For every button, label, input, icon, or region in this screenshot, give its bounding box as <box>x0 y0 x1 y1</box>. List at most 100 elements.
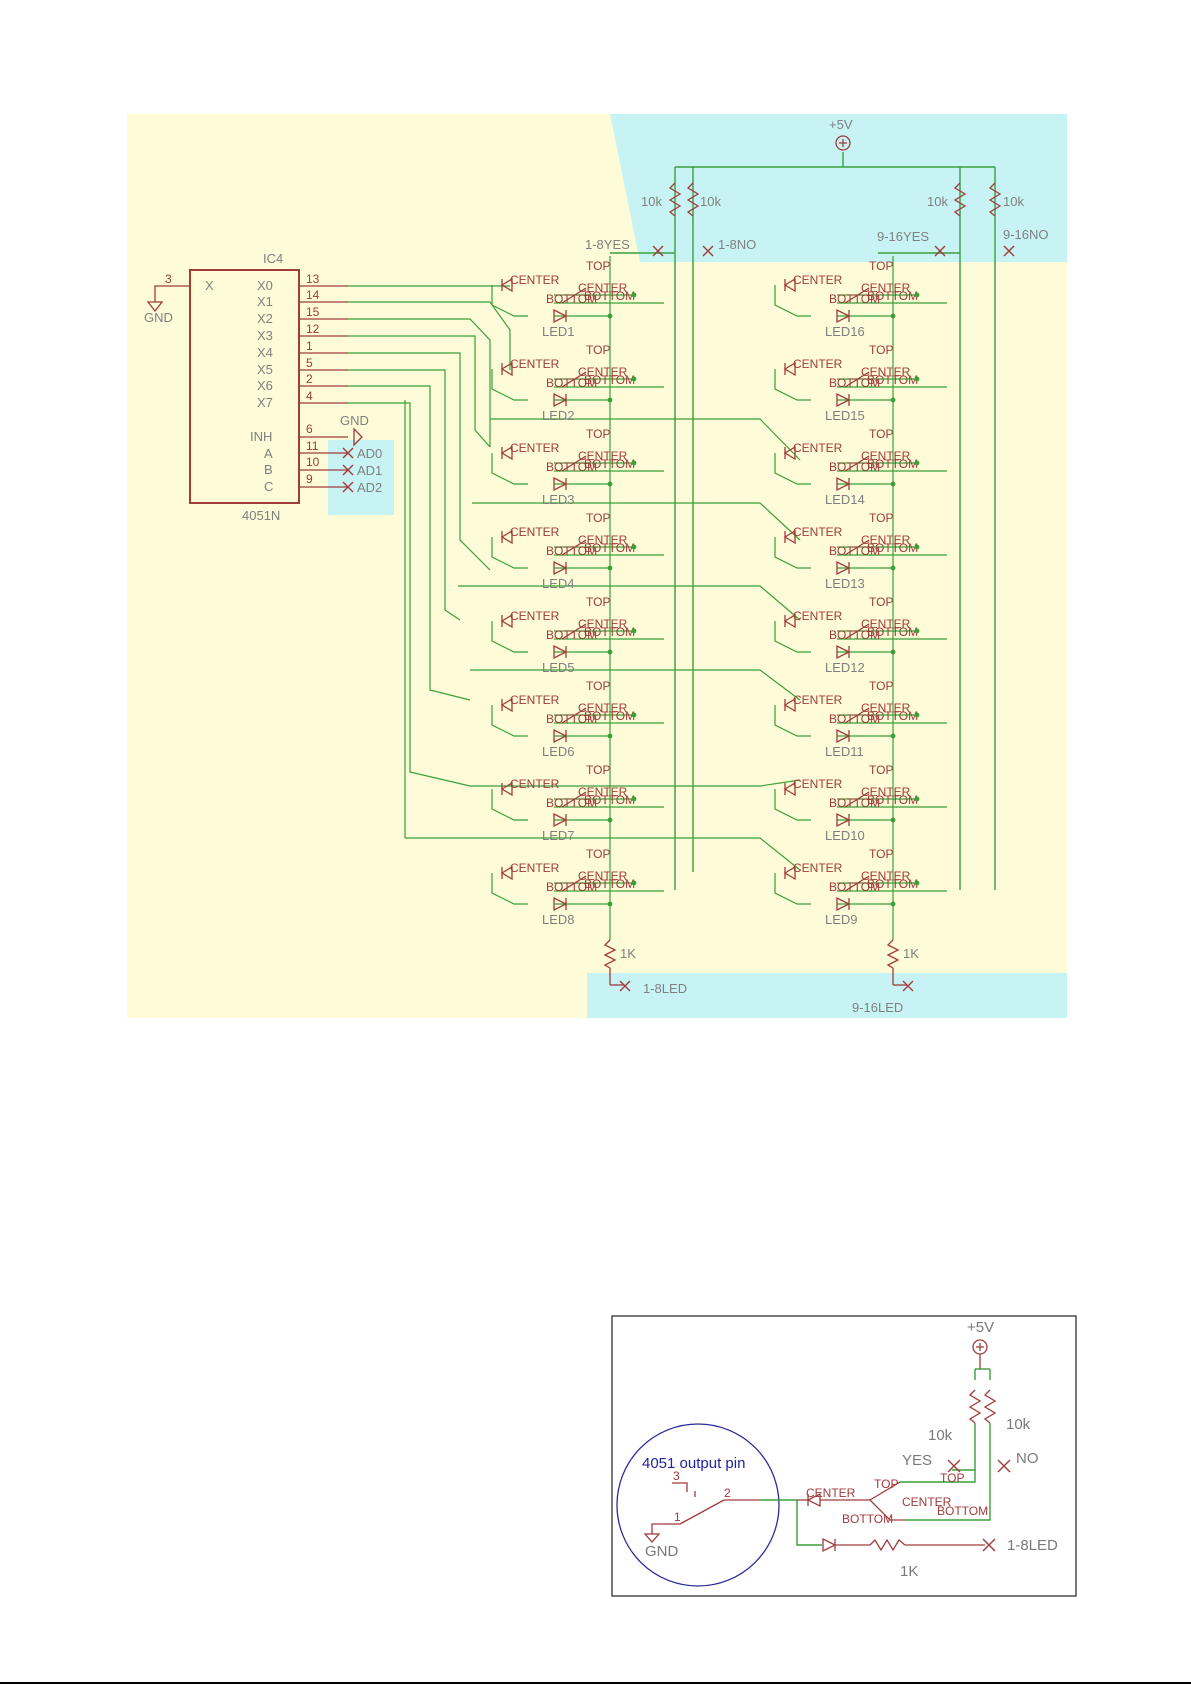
mux-pin-2: 2 <box>724 1486 731 1500</box>
ic-pin-name: X7 <box>257 395 273 410</box>
pullup-resistor-label: 10k <box>1003 194 1024 209</box>
ic-ctrl-label: C <box>264 479 273 494</box>
switch-bottom-label: BOTTOM <box>546 376 597 390</box>
switch-center-label: CENTER <box>793 273 843 287</box>
ic-pin-number: 5 <box>306 356 313 370</box>
led-label: LED3 <box>542 492 575 507</box>
switch-arm <box>561 539 587 556</box>
switch-center-label: CENTER <box>793 777 843 791</box>
led-stage-right: CENTERTOPBOTTOMCENTERBOTTOMLED15 <box>774 343 947 423</box>
switch-top-label: TOP <box>869 343 893 357</box>
ic-x-pin-number: 3 <box>165 272 172 286</box>
cross-bus-wires <box>404 400 801 871</box>
detail-power-label: +5V <box>967 1319 994 1336</box>
diode-icon <box>500 361 513 377</box>
page-bottom-rule <box>0 1682 1191 1684</box>
detail-series-res-label: 1K <box>900 1563 918 1580</box>
ic-ctrl-number: 11 <box>306 439 319 453</box>
switch-center-label: CENTER <box>861 701 911 715</box>
switch-no-9-16-label: 9-16NO <box>1003 227 1049 242</box>
junction-dot <box>914 712 920 718</box>
address-no-connect-marks <box>342 447 354 493</box>
switch-arm <box>561 371 587 388</box>
junction-dot <box>631 544 637 550</box>
diode-icon <box>783 445 796 461</box>
switch-top-label: TOP <box>586 595 610 609</box>
led-stage-right: CENTERTOPBOTTOMCENTERBOTTOMLED12 <box>774 595 947 675</box>
led-stage-right: CENTERTOPBOTTOMCENTERBOTTOMLED10 <box>774 763 947 843</box>
diode-icon <box>783 697 796 713</box>
stage-wire <box>774 537 811 569</box>
switch-center-label: CENTER <box>861 449 911 463</box>
detail-frame <box>611 1315 1077 1597</box>
diode-icon <box>783 529 796 545</box>
stage-wire <box>774 705 811 737</box>
switch-arm <box>561 623 587 640</box>
junction-dot <box>914 460 920 466</box>
mux-pin-1: 1 <box>674 1510 681 1524</box>
switch-bottom-label: BOTTOM <box>546 628 597 642</box>
series-resistor-label: 1K <box>620 946 636 961</box>
stage-wire <box>774 369 811 401</box>
output-region-highlight <box>587 973 1067 1018</box>
detail-switch-center: CENTER <box>806 1486 856 1500</box>
junction-dot <box>631 460 637 466</box>
led-label: LED7 <box>542 828 575 843</box>
ic-ctrl-label: A <box>264 446 273 461</box>
switch-top-label: TOP <box>586 343 610 357</box>
ic-x-pin-label: X <box>205 278 214 293</box>
junction-dot <box>631 376 637 382</box>
junction-dot <box>631 880 637 886</box>
led-label: LED15 <box>825 408 865 423</box>
switch-top-label: TOP <box>586 427 610 441</box>
ic-control-wires <box>299 436 348 488</box>
junction-dot <box>631 796 637 802</box>
detail-yes-label: YES <box>902 1452 932 1469</box>
switch-center-label: CENTER <box>578 533 628 547</box>
ic-pin-name: X5 <box>257 362 273 377</box>
switch-center-label: CENTER <box>578 281 628 295</box>
stage-wire <box>491 453 528 485</box>
switch-arm <box>844 791 870 808</box>
stage-wire <box>491 285 528 317</box>
switch-bottom-label: BOTTOM <box>829 628 880 642</box>
schematic-background <box>127 114 1067 1018</box>
led-icon <box>553 644 568 660</box>
mux-switch-symbol <box>643 1482 760 1543</box>
switch-top-label: TOP <box>869 595 893 609</box>
ic-pin-number: 1 <box>306 339 313 353</box>
diode-icon <box>500 445 513 461</box>
stage-wire <box>774 621 811 653</box>
led-label: LED14 <box>825 492 865 507</box>
switch-arm <box>561 791 587 808</box>
diode-icon <box>783 277 796 293</box>
ic-pin-name: X0 <box>257 278 273 293</box>
switch-center-label: CENTER <box>861 785 911 799</box>
led-label: LED6 <box>542 744 575 759</box>
switch-center-label: CENTER <box>793 441 843 455</box>
led-icon <box>553 308 568 324</box>
switch-center-label: CENTER <box>510 273 560 287</box>
detail-switch-bottom2: BOTTOM <box>937 1504 988 1518</box>
switch-center-label: CENTER <box>578 365 628 379</box>
switch-top-label: TOP <box>586 511 610 525</box>
led-label: LED12 <box>825 660 865 675</box>
ic-gnd-label: GND <box>144 310 173 325</box>
switch-center-label: CENTER <box>510 525 560 539</box>
stage-wire <box>491 369 528 401</box>
led-series-resistors <box>603 939 914 992</box>
switch-center-label: CENTER <box>861 869 911 883</box>
led-icon <box>836 812 851 828</box>
main-schematic: +5V 10k 10k 10k 10k 1-8YES 1-8NO 9-16YES… <box>127 114 1067 1018</box>
led-icon <box>553 812 568 828</box>
switch-center-label: CENTER <box>861 281 911 295</box>
ic-ctrl-label: B <box>264 462 273 477</box>
led-label: LED2 <box>542 408 575 423</box>
ic-pin-name: X1 <box>257 294 273 309</box>
detail-led-out-label: 1-8LED <box>1007 1537 1058 1554</box>
led-label: LED16 <box>825 324 865 339</box>
pullup-resistor-label: 10k <box>641 194 662 209</box>
detail-res-right: 10k <box>1006 1416 1031 1433</box>
ic-pin-number: 15 <box>306 305 320 319</box>
power-symbol <box>835 135 851 151</box>
